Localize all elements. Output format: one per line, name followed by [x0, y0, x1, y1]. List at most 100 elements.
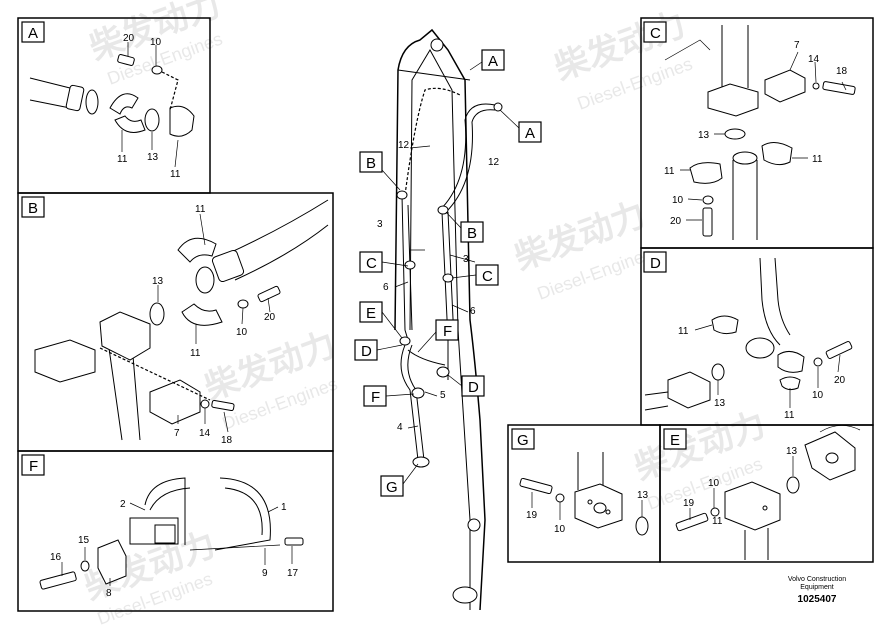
band-clamp-inner [149, 487, 263, 536]
bolt [117, 54, 135, 66]
panel-tag-box [663, 428, 687, 450]
part-label: 8 [106, 588, 112, 599]
bolt [519, 477, 553, 495]
bracket-edge [819, 425, 861, 433]
part-label: 13 [698, 130, 710, 141]
clamp-block [724, 481, 781, 531]
washer [555, 493, 565, 503]
pipe [732, 160, 758, 240]
panel-tag-box [643, 251, 667, 273]
clamp [436, 366, 450, 378]
detail-panel-a: A 20 10 11 13 11 [17, 17, 211, 194]
o-ring [711, 363, 725, 381]
tube [401, 194, 409, 341]
bolt-hole [762, 505, 768, 511]
footer: Volvo Construction Equipment 1025407 [788, 576, 846, 605]
bolt [825, 341, 853, 359]
bolt-hole [605, 509, 611, 515]
part-label: 12 [398, 140, 410, 151]
callout-tag: B [467, 225, 477, 242]
panel-tag: D [650, 255, 661, 272]
flange-face [732, 151, 758, 165]
o-ring [149, 302, 165, 326]
callout-tag-box [460, 221, 484, 243]
part-label: 13 [714, 398, 726, 409]
part-label: 20 [123, 33, 135, 44]
part-label: 10 [812, 390, 824, 401]
callout-tag: A [488, 53, 498, 70]
callout-tag-box [435, 319, 459, 341]
part-label: 1 [281, 502, 287, 513]
panel-tag: B [28, 200, 38, 217]
part-label: 20 [264, 312, 276, 323]
mounting-flange [667, 371, 711, 409]
fitting [396, 190, 408, 200]
callout-leaders [376, 61, 520, 485]
bolt [675, 512, 709, 532]
bolt [822, 81, 856, 95]
flange-face [745, 337, 775, 359]
panel-tag-box [511, 428, 535, 450]
part-label: 2 [120, 499, 126, 510]
washer [151, 65, 163, 75]
o-ring [635, 516, 649, 536]
detail-panel-d: D 11 20 13 10 11 [640, 247, 874, 426]
clamp-half [181, 303, 223, 326]
clamp [404, 260, 416, 270]
part-label: 18 [836, 66, 848, 77]
callout-tag-box [518, 121, 542, 143]
mounting-flange [99, 311, 151, 361]
bolt [39, 571, 77, 590]
clamp-half [689, 162, 723, 184]
part-label: 20 [670, 216, 682, 227]
clamp [442, 273, 454, 283]
panel-tag-box [21, 196, 45, 218]
callout-tag: D [468, 379, 479, 396]
o-ring [144, 108, 160, 132]
panel-tag-box [21, 21, 45, 43]
clamp-half [711, 315, 739, 335]
leader-lines [394, 145, 476, 429]
part-label: 11 [117, 154, 128, 165]
washer [710, 507, 720, 517]
part-label: 11 [784, 410, 795, 421]
part-label: 5 [440, 390, 446, 401]
panel-frame [17, 450, 334, 612]
panel-frame [659, 424, 874, 563]
port [825, 452, 839, 464]
callout-tag: G [386, 479, 398, 496]
part-label: 10 [150, 37, 162, 48]
leader-lines [61, 502, 293, 586]
assembly-line [99, 347, 211, 401]
part-label: 11 [812, 154, 823, 165]
part-label: 13 [147, 152, 159, 163]
flange-face [195, 266, 215, 294]
panel-tag-box [21, 454, 45, 476]
panel-tag: G [517, 432, 529, 449]
spacer-insert [154, 524, 176, 544]
part-label: 4 [397, 422, 403, 433]
hose-fitting [211, 249, 245, 283]
boom-outline [394, 28, 486, 611]
pivot-pin [430, 38, 444, 52]
o-ring [786, 476, 800, 494]
fitting [412, 456, 430, 468]
leader-lines [680, 51, 847, 221]
bracket-edge [664, 39, 711, 61]
washer [200, 399, 210, 409]
part-label: 11 [195, 204, 206, 215]
callout-tag-box [380, 475, 404, 497]
part-label: 6 [470, 306, 476, 317]
callout-tag: B [366, 155, 376, 172]
screw [284, 537, 304, 546]
bolt [257, 285, 281, 303]
hose [224, 199, 329, 281]
fitting [493, 102, 503, 112]
pipe [644, 391, 669, 411]
flange-face [85, 89, 99, 115]
washer [813, 357, 823, 367]
part-label: 10 [554, 524, 566, 535]
detail-panel-f: F 2 1 15 16 8 9 17 [17, 450, 334, 612]
clamp-block [149, 379, 201, 425]
